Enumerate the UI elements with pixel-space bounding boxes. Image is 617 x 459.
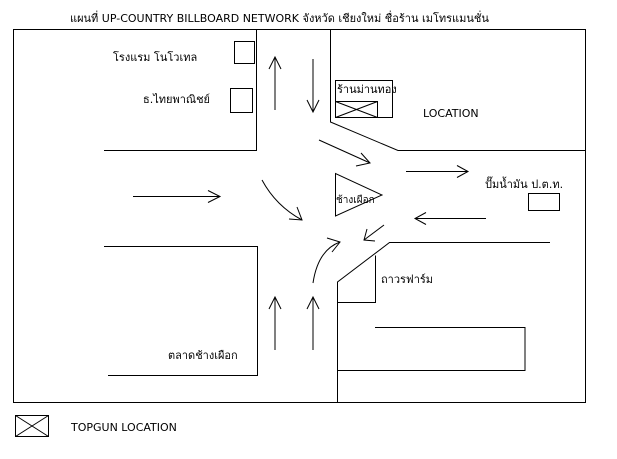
- map-title: แผนที่ UP-COUNTRY BILLBOARD NETWORK จังห…: [70, 12, 489, 25]
- label-gas-station: ปั๊มน้ำมัน ป.ต.ท.: [485, 178, 564, 191]
- arrow-up-top-left: [268, 55, 282, 110]
- crossed-box-icon: [15, 415, 49, 437]
- thavorn-farm-road-edge: [338, 327, 526, 371]
- arrow-down-top-right: [306, 59, 320, 114]
- legend-label: TOPGUN LOCATION: [71, 421, 177, 434]
- arrow-diag-into-roundabout: [318, 139, 371, 167]
- arrow-curve-left-down: [261, 179, 303, 221]
- billboard-marker-icon: [335, 101, 378, 118]
- arrow-up-bottom-right: [306, 295, 320, 350]
- white-elephant-monument: [335, 172, 384, 217]
- gas-station-building: [528, 193, 560, 211]
- label-white-elephant: ช้างเผือก: [336, 195, 375, 206]
- label-market: ตลาดช้างเผือก: [168, 349, 238, 362]
- arrow-curve-up-right: [312, 237, 341, 284]
- arrow-west-right: [413, 212, 486, 225]
- arrow-east-left: [133, 190, 222, 203]
- road-edge-bottom-right: [337, 242, 550, 402]
- label-thavorn-farm: ถาวรฟาร์ม: [381, 273, 434, 286]
- label-location: LOCATION: [423, 107, 479, 120]
- label-bank: ธ.ไทยพาณิชย์: [143, 93, 210, 106]
- road-edge-top-right: [330, 29, 585, 151]
- label-hotel: โรงแรม โนโวเทล: [113, 51, 198, 64]
- arrow-up-bottom-left: [268, 295, 282, 350]
- map-frame: [13, 29, 586, 403]
- label-gold-shop: ร้านม่านทอง: [337, 83, 397, 96]
- bank-building: [230, 88, 253, 113]
- arrow-diag-out-roundabout: [363, 224, 385, 242]
- road-edge-top-left: [104, 29, 257, 151]
- hotel-building: [234, 41, 255, 64]
- arrow-east-right: [406, 165, 470, 178]
- thavorn-farm-boundary: [338, 255, 376, 303]
- road-edge-bottom-left: [104, 246, 258, 376]
